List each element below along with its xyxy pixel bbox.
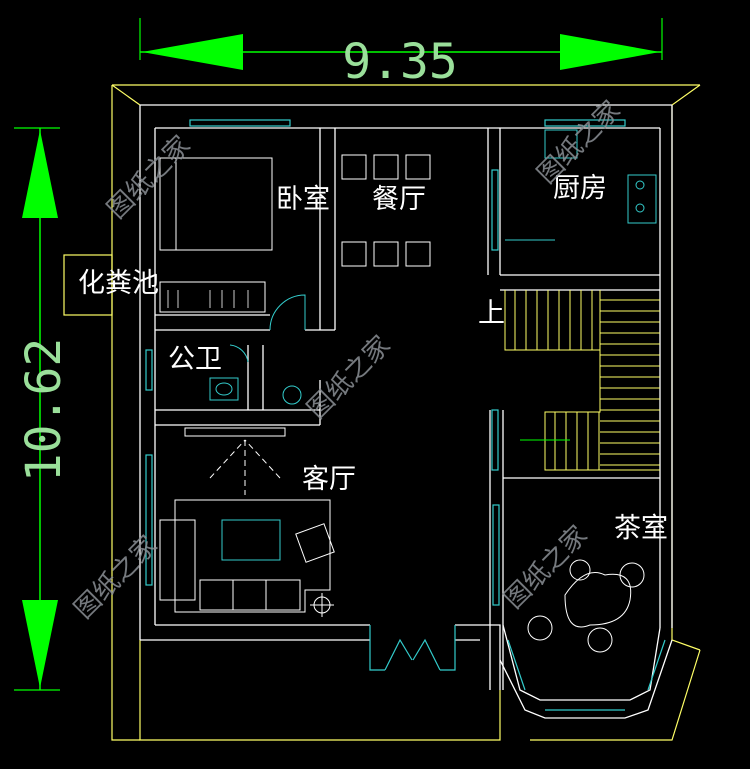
outline-right	[671, 84, 701, 651]
wall-tea-bay-inner	[502, 624, 661, 701]
height-dimension: 10.62	[14, 127, 72, 691]
sink	[544, 129, 578, 159]
tv-sightline	[244, 439, 281, 479]
entrance-door	[369, 625, 456, 671]
stair-treads	[514, 290, 660, 470]
toilet-bowl	[215, 382, 233, 396]
room-labels: 卧室 餐厅 厨房 化粪池 公卫 上 客厅 茶室	[78, 173, 668, 544]
window-tea-bay-3	[647, 639, 666, 691]
staircase	[504, 290, 660, 471]
chair	[341, 154, 367, 180]
windows	[145, 119, 666, 711]
kitchen-fixtures	[505, 129, 657, 241]
watermark: 图纸之家	[499, 520, 594, 615]
watermark: 图纸之家	[302, 330, 397, 425]
watermark: 图纸之家	[102, 130, 197, 225]
chair	[373, 154, 399, 180]
room-label-kitchen: 厨房	[553, 173, 607, 204]
window-kitchen-west	[491, 169, 499, 251]
room-label-dining: 餐厅	[372, 184, 426, 215]
tea-stool	[587, 627, 613, 653]
chair	[405, 241, 431, 267]
sofa-frame	[174, 499, 331, 613]
wardrobe-hangers	[167, 290, 249, 308]
window-stair	[491, 409, 499, 471]
walls	[139, 104, 673, 719]
bath-door-swing	[229, 344, 249, 363]
door-frame-right	[440, 625, 456, 671]
arrow-up-icon	[22, 130, 58, 218]
window-kitchen	[544, 119, 626, 127]
outline-bottom-terrace	[139, 640, 501, 741]
height-label: 10.62	[16, 338, 72, 483]
bath-fixtures	[209, 344, 302, 405]
bedroom-door-swing	[269, 294, 306, 331]
arrow-left-icon	[142, 34, 243, 70]
wall-bottom-right-of-door	[455, 624, 501, 690]
wall-tea-bay-outer	[499, 639, 673, 719]
outline-corner-nw	[111, 84, 141, 106]
window-bath	[145, 349, 153, 391]
room-label-septic-tank: 化粪池	[78, 268, 159, 299]
wash-basin	[282, 385, 302, 405]
room-label-tea-room: 茶室	[614, 513, 668, 544]
arrow-down-icon	[22, 600, 58, 688]
room-label-stairs-up: 上	[478, 298, 505, 329]
chair	[341, 241, 367, 267]
outline-bottom-right	[530, 649, 701, 741]
window-bedroom	[189, 119, 291, 127]
tea-table	[564, 572, 632, 628]
tea-room-furniture	[527, 559, 645, 653]
watermark: 图纸之家	[69, 530, 164, 625]
stair-outline	[504, 290, 660, 471]
stove	[627, 174, 657, 224]
bed	[159, 157, 273, 251]
room-label-public-bath: 公卫	[168, 344, 222, 375]
armchair	[295, 523, 335, 563]
door-leaf-right	[412, 638, 441, 671]
burner	[635, 203, 645, 213]
living-room-furniture	[159, 427, 335, 617]
door-frame-left	[369, 625, 385, 671]
dining-set	[341, 154, 431, 267]
width-label: 9.35	[342, 34, 458, 90]
bedroom-furniture	[159, 157, 306, 331]
window-tea-west	[492, 504, 500, 606]
width-dimension: 9.35	[139, 18, 663, 90]
room-label-living-room: 客厅	[302, 464, 356, 495]
toilet	[209, 377, 239, 401]
bed-headboard	[159, 157, 177, 251]
chair	[373, 241, 399, 267]
door-leaf-left	[384, 638, 413, 671]
tea-stool	[527, 615, 553, 641]
chair	[405, 154, 431, 180]
tea-stool	[569, 559, 591, 581]
window-tea-bay-1	[507, 639, 526, 691]
tv-sightline	[209, 439, 246, 479]
arrow-right-icon	[560, 34, 660, 70]
septic-tank-box	[63, 254, 113, 316]
room-label-bedroom: 卧室	[276, 184, 330, 215]
wardrobe	[159, 281, 266, 313]
sofa-cushions	[199, 579, 301, 611]
tv-cabinet	[184, 427, 286, 437]
window-living	[145, 454, 153, 586]
tea-stool	[619, 562, 645, 588]
coffee-table	[221, 519, 281, 561]
burner	[635, 180, 645, 190]
corner-sofa	[159, 519, 196, 601]
